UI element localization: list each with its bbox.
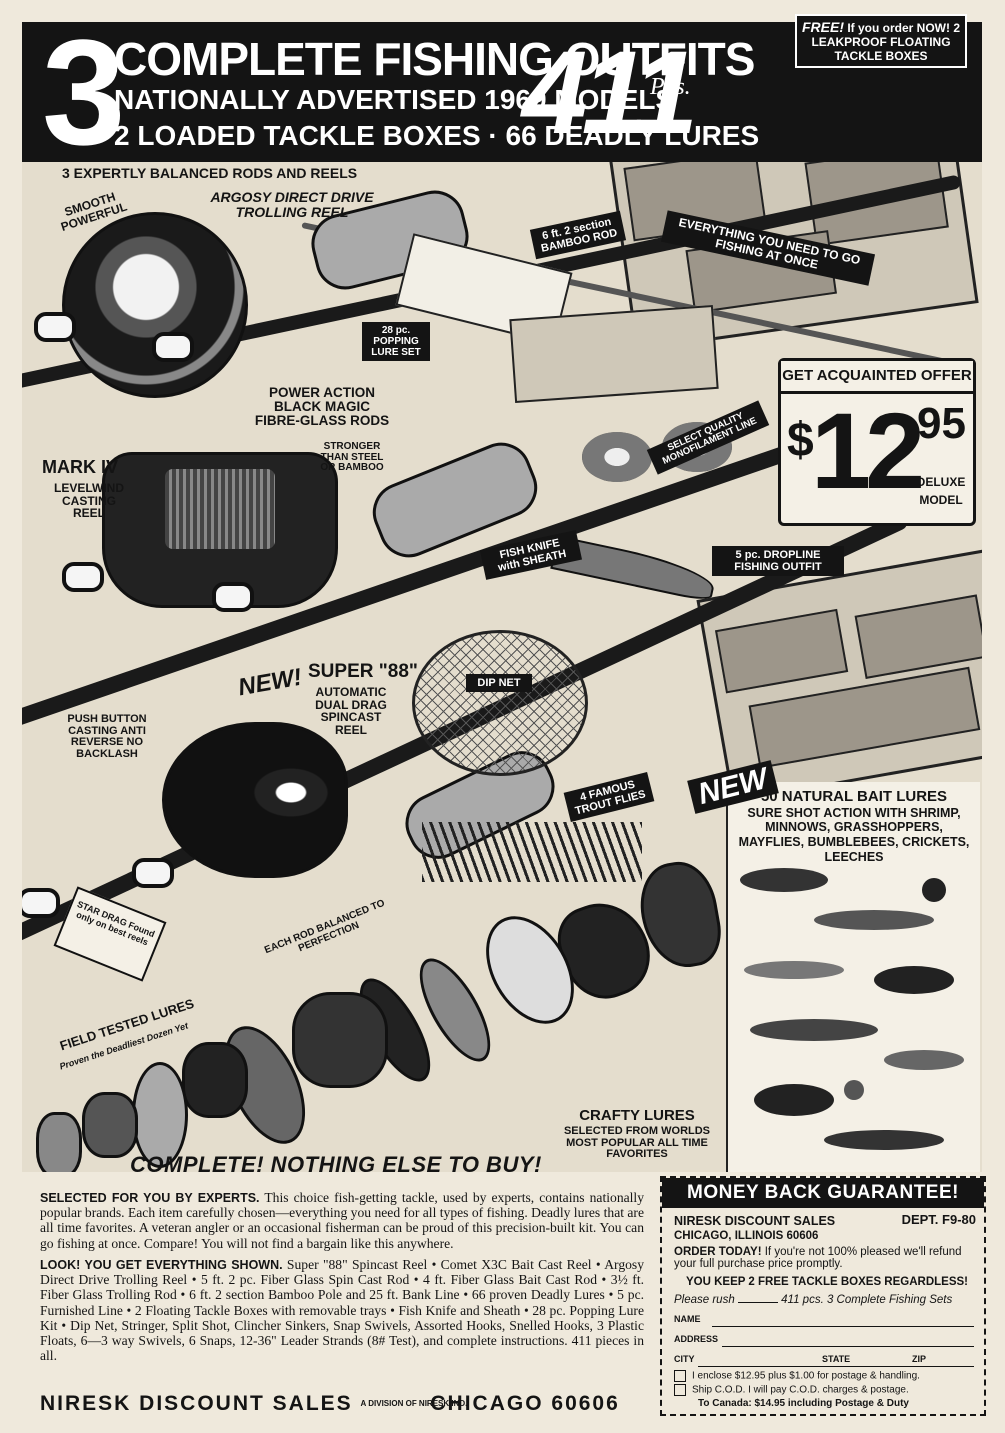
- frog-lure: [292, 992, 388, 1088]
- coupon-order-text: ORDER TODAY! If you're not 100% pleased …: [674, 1246, 974, 1270]
- state-label: STATE: [822, 1354, 851, 1364]
- body-copy: SELECTED FOR YOU BY EXPERTS. This choice…: [40, 1190, 644, 1369]
- footer-city: CHICAGO 60606: [430, 1392, 620, 1415]
- guarantee-banner: MONEY BACK GUARANTEE!: [662, 1178, 984, 1208]
- reel-handle-knob: [212, 582, 254, 612]
- order-coupon: MONEY BACK GUARANTEE! NIRESK DISCOUNT SA…: [660, 1176, 986, 1416]
- label-super88: SUPER "88": [308, 661, 418, 682]
- trout-flies: [422, 822, 642, 882]
- bait-description: SURE SHOT ACTION WITH SHRIMP, MINNOWS, G…: [738, 805, 970, 864]
- rush-post: 411 pcs. 3 Complete Fishing Sets: [781, 1294, 953, 1306]
- price-model: DELUXE MODEL: [916, 475, 966, 507]
- footer-division: A DIVISION OF NIRESK IND.: [360, 1399, 468, 1409]
- paragraph-text: This choice fish-getting tackle, used by…: [40, 1190, 644, 1251]
- coupon-canada: To Canada: $14.95 including Postage & Du…: [698, 1398, 909, 1409]
- reel-handle-knob: [62, 562, 104, 592]
- price-cents: 95: [917, 399, 966, 448]
- tackle-box-bottom: [696, 546, 982, 804]
- cricket-lure: [36, 1112, 82, 1172]
- coupon-company: NIRESK DISCOUNT SALES: [674, 1214, 836, 1228]
- coupon-rush: Please rush 411 pcs. 3 Complete Fishing …: [674, 1294, 952, 1306]
- option-cod[interactable]: Ship C.O.D. I will pay C.O.D. charges & …: [674, 1384, 909, 1396]
- tag-dropline: 5 pc. DROPLINE FISHING OUTFIT: [712, 546, 844, 577]
- free-lead: FREE!: [801, 19, 844, 35]
- trolling-reel: [62, 212, 248, 398]
- tagline: COMPLETE! NOTHING ELSE TO BUY!: [130, 1152, 542, 1177]
- label-crafty-sub: SELECTED FROM WORLDS MOST POPULAR ALL TI…: [563, 1125, 711, 1161]
- label-new: NEW!: [236, 663, 304, 702]
- label-stronger: STRONGER THAN STEEL OR BAMBOO: [320, 441, 384, 473]
- footer-address: NIRESK DISCOUNT SALES A DIVISION OF NIRE…: [40, 1392, 650, 1416]
- name-field[interactable]: [712, 1325, 974, 1327]
- label-super88-sub: AUTOMATIC DUAL DRAG SPINCAST REEL: [315, 685, 387, 737]
- city-label: CITY: [674, 1354, 695, 1364]
- coupon-dept: DEPT. F9-80: [901, 1212, 976, 1227]
- option-enclose[interactable]: I enclose $12.95 plus $1.00 for postage …: [674, 1370, 920, 1382]
- reel-handle-knob: [152, 332, 194, 362]
- bug-lure: [82, 1092, 138, 1158]
- tag-trout-flies: 4 FAMOUS TROUT FLIES: [563, 772, 655, 823]
- price-dollar: $: [787, 414, 814, 467]
- star-drag-badge: STAR DRAG Found only on best reels: [53, 886, 167, 982]
- paragraph-lead: SELECTED FOR YOU BY EXPERTS.: [40, 1191, 260, 1205]
- address-field[interactable]: [722, 1345, 974, 1347]
- coupon-keep: YOU KEEP 2 FREE TACKLE BOXES REGARDLESS!: [686, 1276, 969, 1288]
- bait-title-block: 50 NATURAL BAIT LURES SURE SHOT ACTION W…: [728, 788, 980, 865]
- rush-pre: Please rush: [674, 1294, 735, 1306]
- paragraph-contents: LOOK! YOU GET EVERYTHING SHOWN. Super "8…: [40, 1257, 644, 1364]
- piece-count: 411: [522, 27, 698, 159]
- bait-lures-panel: 50 NATURAL BAIT LURES SURE SHOT ACTION W…: [726, 782, 980, 1172]
- headline: COMPLETE FISHING OUTFITS: [114, 33, 755, 85]
- zip-label: ZIP: [912, 1354, 927, 1364]
- subheadline-contents: 2 LOADED TACKLE BOXES · 66 DEADLY LURES: [114, 120, 760, 151]
- name-label: NAME: [674, 1314, 701, 1324]
- paragraph-experts: SELECTED FOR YOU BY EXPERTS. This choice…: [40, 1190, 644, 1251]
- lure-boxes: [509, 304, 719, 404]
- cod-text: Ship C.O.D. I will pay C.O.D. charges & …: [692, 1384, 909, 1396]
- free-offer-badge: FREE! If you order NOW! 2 LEAKPROOF FLOA…: [795, 14, 967, 69]
- reel-handle-knob: [34, 312, 76, 342]
- paragraph-lead: LOOK! YOU GET EVERYTHING SHOWN.: [40, 1257, 283, 1272]
- reel-handle-knob: [22, 888, 60, 918]
- subheadline-models: NATIONALLY ADVERTISED 1969 MODELS: [114, 84, 675, 115]
- price-whole: 12: [811, 390, 925, 511]
- city-state-zip-field[interactable]: [698, 1365, 974, 1367]
- label-push-button: PUSH BUTTON CASTING ANTI REVERSE NO BACK…: [67, 713, 147, 760]
- price-box: GET ACQUAINTED OFFER $ 12 95 DELUXE MODE…: [778, 358, 976, 526]
- beetle-lure: [182, 1042, 248, 1118]
- label-argosy: ARGOSY DIRECT DRIVE TROLLING REEL: [210, 189, 374, 220]
- outfit-count: 3: [42, 8, 125, 176]
- label-mark-iv: MARK IV: [42, 457, 118, 477]
- coupon-city: CHICAGO, ILLINOIS 60606: [674, 1230, 819, 1242]
- label-mark-iv-sub: LEVELWIND CASTING REEL: [54, 481, 125, 521]
- price-heading: GET ACQUAINTED OFFER: [781, 361, 973, 394]
- reel-handle-knob: [132, 858, 174, 888]
- tag-popping: 28 pc. POPPING LURE SET: [362, 322, 430, 361]
- paragraph-text: Super "88" Spincast Reel • Comet X3C Bai…: [40, 1256, 645, 1364]
- enclose-checkbox[interactable]: [674, 1370, 686, 1382]
- bait-illustrations: [740, 868, 964, 1150]
- label-each-rod: EACH ROD BALANCED TO PERFECTION: [263, 897, 387, 957]
- order-text: If you're not 100% pleased we'll refund …: [674, 1246, 962, 1270]
- label-crafty: CRAFTY LURES: [579, 1107, 695, 1124]
- dip-net: [412, 630, 588, 776]
- worm-lure: [132, 1062, 188, 1168]
- bait-title: 50 NATURAL BAIT LURES: [760, 788, 948, 805]
- free-text: If you order NOW! 2 LEAKPROOF FLOATING T…: [811, 21, 960, 63]
- order-lead: ORDER TODAY!: [674, 1246, 762, 1258]
- tag-dip-net: DIP NET: [466, 674, 532, 693]
- address-label: ADDRESS: [674, 1334, 719, 1344]
- piece-unit: Pcs.: [650, 74, 691, 100]
- cod-checkbox[interactable]: [674, 1384, 686, 1396]
- label-power-action: POWER ACTION BLACK MAGIC FIBRE-GLASS ROD…: [254, 385, 390, 429]
- footer-company: NIRESK DISCOUNT SALES: [40, 1392, 353, 1415]
- enclose-text: I enclose $12.95 plus $1.00 for postage …: [692, 1370, 920, 1382]
- label-rods-reels: 3 EXPERTLY BALANCED RODS AND REELS: [62, 165, 358, 181]
- rush-quantity-field[interactable]: [737, 1302, 778, 1303]
- spincast-reel: [162, 722, 348, 878]
